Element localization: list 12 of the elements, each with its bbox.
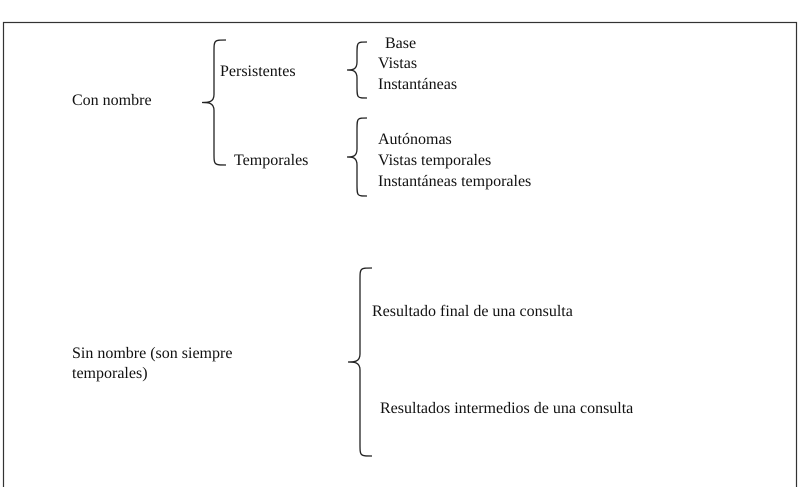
- label-text: Resultado final de una consulta: [372, 302, 573, 322]
- label-text: Vistas temporales: [378, 151, 492, 171]
- label-text: Temporales: [234, 151, 308, 171]
- label-text: Vistas: [378, 54, 418, 74]
- label-text: Autónomas: [378, 130, 452, 150]
- label-text: Base: [385, 34, 416, 54]
- label-text: Sin nombre (son siempre temporales): [72, 344, 234, 384]
- label-text: Con nombre: [72, 91, 152, 111]
- label-text: Instantáneas: [378, 75, 458, 95]
- label-text: Resultados intermedios de una consulta: [380, 399, 634, 419]
- label-text: Instantáneas temporales: [378, 172, 532, 192]
- label-text: Persistentes: [220, 62, 296, 82]
